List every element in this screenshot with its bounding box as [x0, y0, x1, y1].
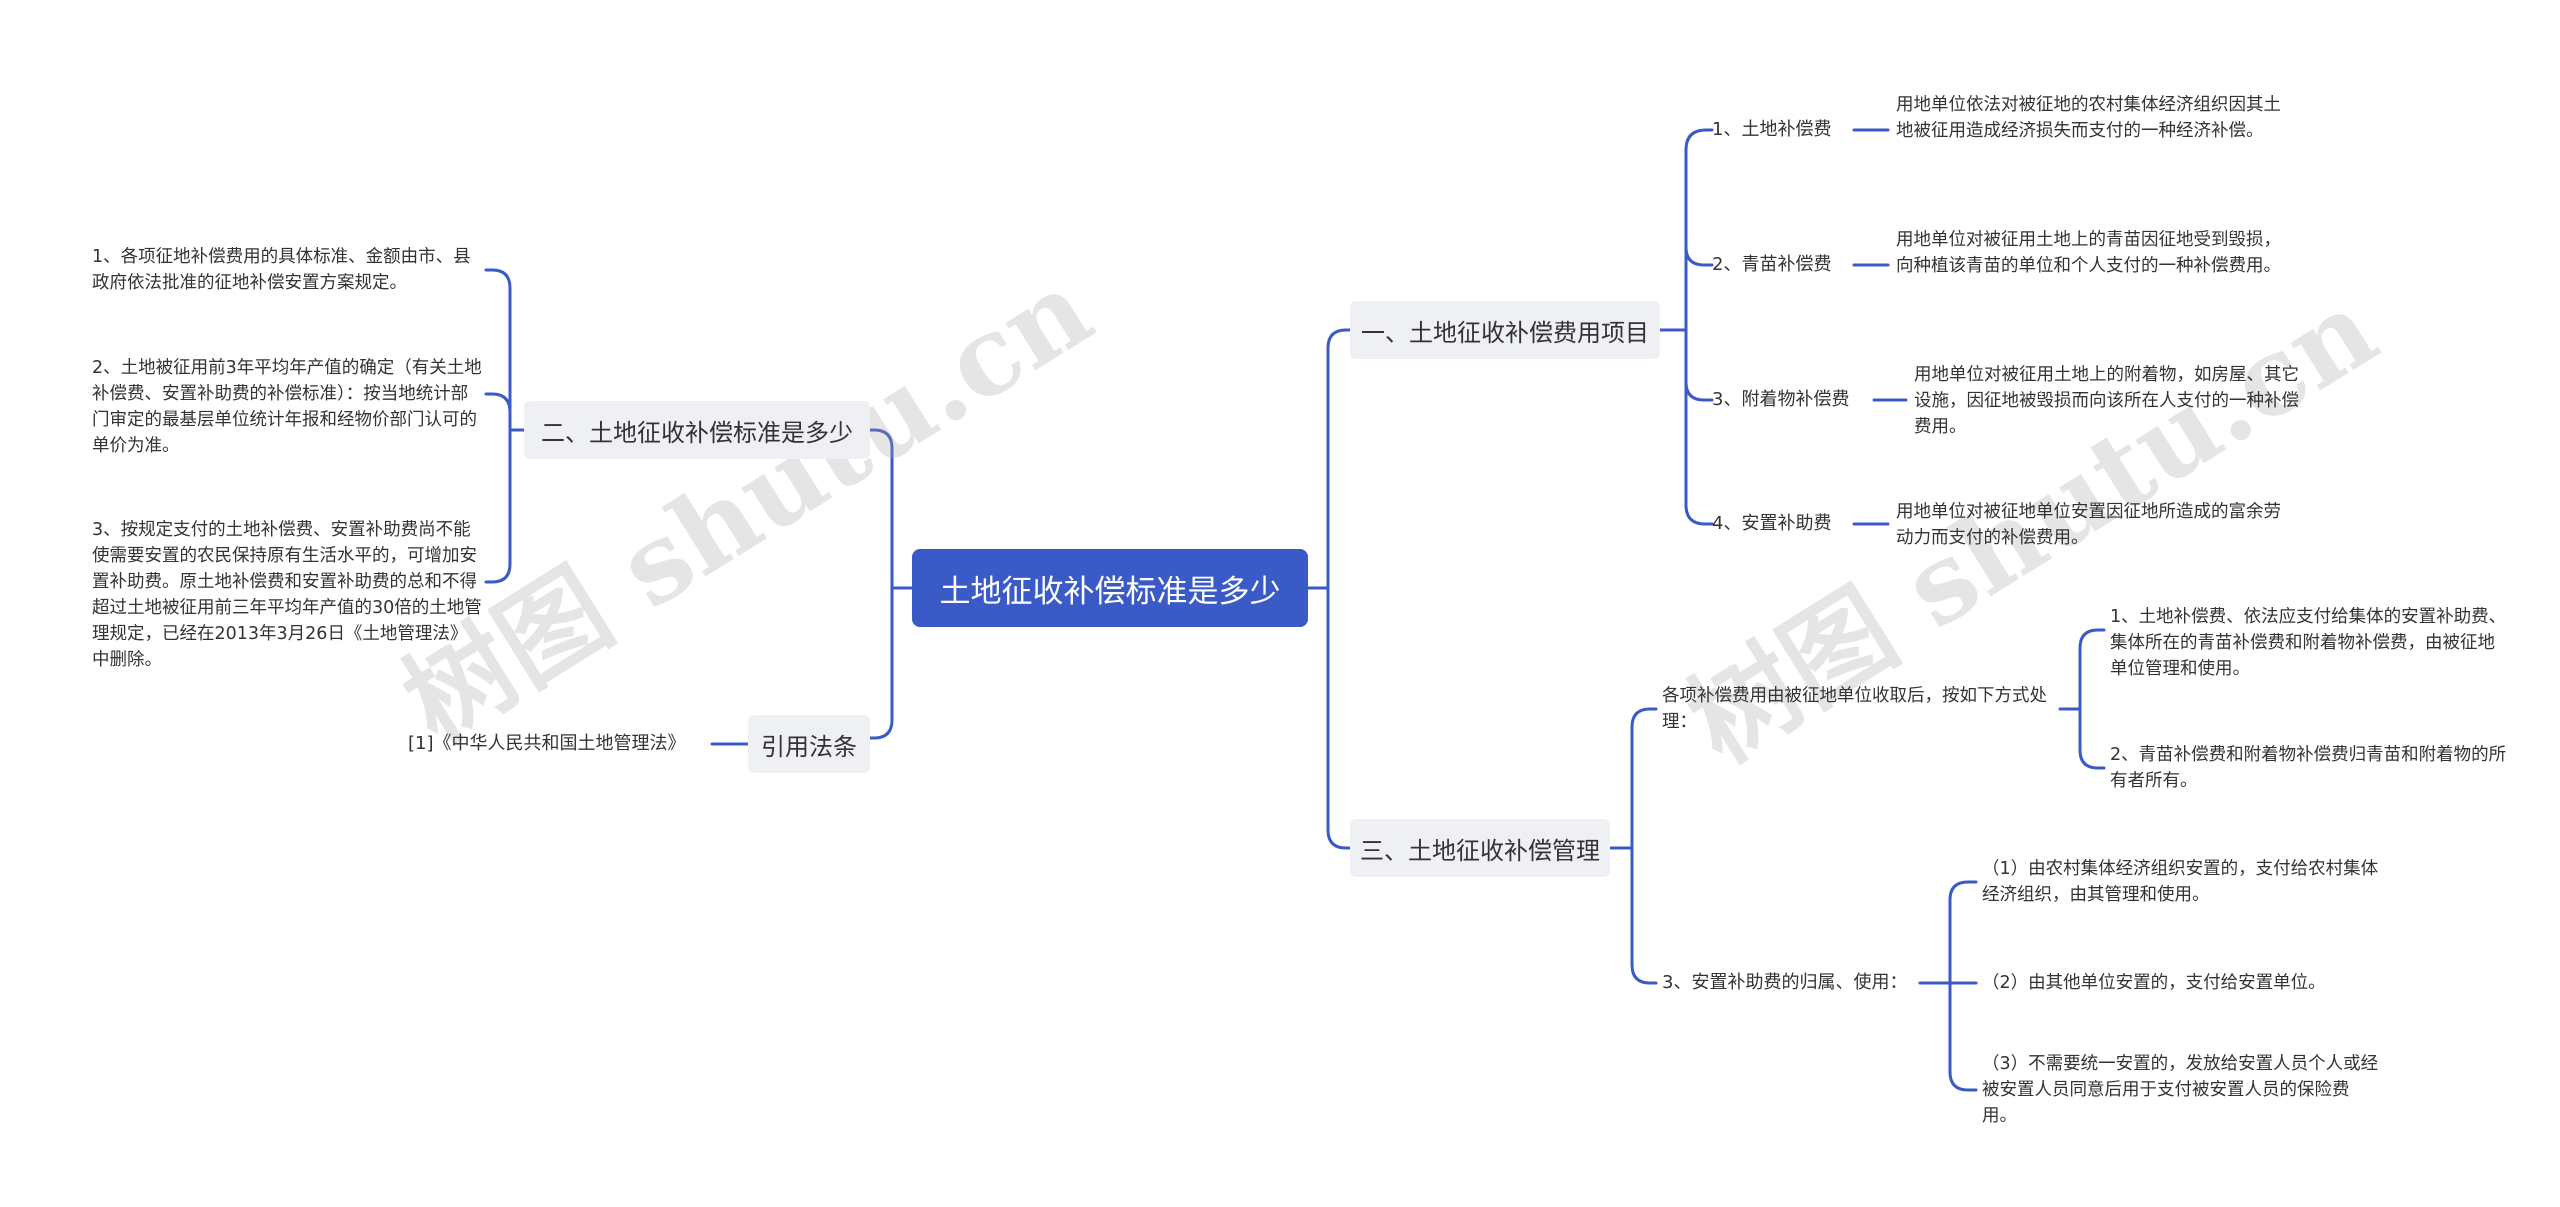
management-subsidy-usage[interactable]: 3、安置补助费的归属、使用：	[1662, 972, 1908, 993]
management-handling-item-2: 2、青苗补偿费和附着物补偿费归青苗和附着物的所有者所有。	[2110, 745, 2507, 791]
connector-b4-c2-desc	[1918, 880, 1978, 1092]
connector-root-right	[1306, 328, 1352, 850]
item-crop-compensation-desc: 用地单位对被征用土地上的青苗因征地受到毁损，向种植该青苗的单位和个人支付的一种补…	[1896, 230, 2281, 276]
branch-compensation-management[interactable]: 三、土地征收补偿管理	[1350, 819, 1610, 877]
item-resettlement-subsidy-desc: 用地单位对被征地单位安置因征地所造成的富余劳动力而支付的补偿费用。	[1896, 502, 2281, 548]
item-crop-compensation[interactable]: 2、青苗补偿费	[1712, 254, 1832, 275]
item-resettlement-subsidy[interactable]: 4、安置补助费	[1712, 513, 1832, 534]
connector-b1-children	[1658, 128, 1714, 526]
item-land-compensation-desc: 用地单位依法对被征地的农村集体经济组织因其土地被征用造成经济损失而支付的一种经济…	[1896, 95, 2281, 141]
management-handling-item-1: 1、土地补偿费、依法应支付给集体的安置补助费、集体所在的青苗补偿费和附着物补偿费…	[2110, 607, 2507, 679]
connector-b2-leaves	[484, 268, 526, 584]
management-subsidy-usage-2: （2）由其他单位安置的，支付给安置单位。	[1982, 973, 2326, 993]
standard-item-3: 3、按规定支付的土地补偿费、安置补助费尚不能使需要安置的农民保持原有生活水平的，…	[92, 520, 482, 670]
management-handling-note[interactable]: 各项补偿费用由被征地单位收取后，按如下方式处理：	[1662, 686, 2047, 732]
item-attachment-compensation-desc: 用地单位对被征用土地上的附着物，如房屋、其它设施，因征地被毁损而向该所在人支付的…	[1914, 365, 2299, 437]
connector-b4-c1-desc	[2058, 628, 2106, 770]
branch-cited-law[interactable]: 引用法条	[748, 715, 870, 773]
root-node[interactable]: 土地征收补偿标准是多少	[912, 549, 1308, 627]
standard-item-1: 1、各项征地补偿费用的具体标准、金额由市、县政府依法批准的征地补偿安置方案规定。	[92, 247, 471, 293]
cited-law-item[interactable]: [1]《中华人民共和国土地管理法》	[408, 733, 686, 754]
standard-item-2: 2、土地被征用前3年平均年产值的确定（有关土地补偿费、安置补助费的补偿标准）：按…	[92, 358, 482, 456]
management-subsidy-usage-3: （3）不需要统一安置的，发放给安置人员个人或经被安置人员同意后用于支付被安置人员…	[1982, 1054, 2379, 1126]
branch-compensation-standard[interactable]: 二、土地征收补偿标准是多少	[524, 401, 870, 459]
connector-b4-children	[1608, 707, 1658, 985]
item-land-compensation[interactable]: 1、土地补偿费	[1712, 119, 1832, 140]
management-subsidy-usage-1: （1）由农村集体经济组织安置的，支付给农村集体经济组织，由其管理和使用。	[1982, 859, 2379, 905]
branch-compensation-items[interactable]: 一、土地征收补偿费用项目	[1350, 301, 1660, 359]
item-attachment-compensation[interactable]: 3、附着物补偿费	[1712, 389, 1850, 410]
connector-root-left	[868, 428, 914, 740]
